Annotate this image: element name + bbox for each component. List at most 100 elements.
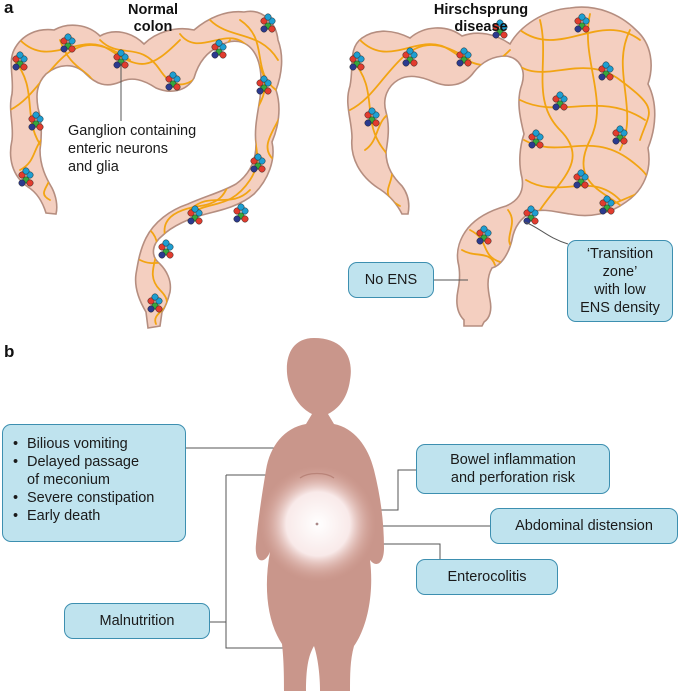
no-ens-label: No ENS [364, 272, 418, 288]
ganglion-cell [64, 33, 72, 41]
ganglion-cell [460, 47, 468, 55]
malnutrition-box: Malnutrition [64, 603, 210, 639]
ganglion-cluster [573, 169, 589, 189]
ganglion-cell [357, 63, 365, 71]
ganglion-cluster [612, 125, 628, 145]
belly-crease [299, 472, 335, 479]
ganglion-cell [607, 207, 615, 215]
ganglion-cell [250, 165, 258, 173]
ganglion-cell [260, 75, 268, 83]
ganglion-cell [173, 83, 181, 91]
ganglion-cell [620, 137, 628, 145]
ganglion-cell [117, 49, 125, 57]
ganglion-cell [560, 103, 568, 111]
ganglion-cluster [574, 13, 590, 33]
enterocolitis-box: Enterocolitis [416, 559, 558, 595]
ganglion-cluster [349, 51, 365, 71]
ganglion-cell [195, 217, 203, 225]
ganglion-label-line: enteric neurons [68, 141, 168, 157]
hirschsprung-colon-body [346, 6, 656, 327]
ganglion-cell [191, 205, 199, 213]
ganglion-cell [264, 87, 272, 95]
symptoms-box: Bilious vomiting Delayed passage of meco… [2, 424, 186, 542]
ganglion-cluster [364, 107, 380, 127]
ganglion-cell [28, 123, 36, 131]
ganglion-cell [456, 59, 464, 67]
ganglion-cluster [402, 47, 418, 67]
transition-label-line: with low [594, 282, 646, 298]
ganglion-label-line: Ganglion containing [68, 123, 197, 139]
panel-b-letter: b [4, 342, 15, 361]
ganglion-cluster [158, 239, 174, 259]
ganglion-cell [151, 293, 159, 301]
ganglion-cell [237, 203, 245, 211]
enterocolitis-label: Enterocolitis [447, 569, 527, 585]
ganglion-cluster [523, 205, 539, 225]
ganglion-cluster [113, 49, 129, 69]
ganglion-cell [406, 47, 414, 55]
ganglion-cluster [598, 61, 614, 81]
ganglion-cell [12, 63, 20, 71]
ganglion-cluster [12, 51, 28, 71]
child-silhouette [255, 338, 384, 691]
panel-a-letter: a [4, 0, 14, 17]
ganglion-cell [500, 31, 508, 39]
ganglion-cell [26, 179, 34, 187]
ganglion-cluster [456, 47, 472, 67]
symptom-item: Bilious vomiting [13, 435, 177, 453]
transition-leader-line [524, 221, 569, 245]
ganglion-cell [215, 39, 223, 47]
bowel-label-line: Bowel inflammation [450, 452, 576, 468]
ganglion-cell [258, 165, 266, 173]
ganglion-cell [598, 73, 606, 81]
ganglion-cell [18, 179, 26, 187]
symptoms-list: Bilious vomiting Delayed passage of meco… [13, 435, 177, 525]
ganglion-cell [260, 25, 268, 33]
ganglion-cluster [528, 129, 544, 149]
ganglion-cluster [260, 13, 276, 33]
ganglion-cell [22, 167, 30, 175]
ganglion-cell [147, 305, 155, 313]
ganglion-label-line: and glia [68, 159, 119, 175]
ganglion-cluster [60, 33, 76, 53]
hirschsprung-title-line: disease [454, 19, 508, 35]
ganglion-cell [531, 217, 539, 225]
ganglion-cell [574, 25, 582, 33]
hirschsprung-colon [346, 6, 656, 327]
ganglion-cell [219, 51, 227, 59]
ganglion-cell [187, 217, 195, 225]
ganglion-cell [16, 51, 24, 59]
ganglion-cell [32, 111, 40, 119]
hd-nerve-network [349, 13, 650, 266]
ganglion-cell [20, 63, 28, 71]
ganglion-cell [233, 215, 241, 223]
ganglion-cell [402, 59, 410, 67]
symptom-item-continuation-text: of meconium [27, 472, 111, 488]
ganglion-cluster [187, 205, 203, 225]
ganglion-label: Ganglion containing enteric neurons and … [68, 122, 238, 176]
ganglion-cluster [552, 91, 568, 111]
ganglion-cluster [250, 153, 266, 173]
normal-colon-title-line: colon [133, 19, 173, 35]
ganglion-cell [603, 195, 611, 203]
transition-zone-box: ‘Transition zone’ with low ENS density [567, 240, 673, 322]
ganglion-cell [582, 25, 590, 33]
ganglion-cell [155, 305, 163, 313]
transition-label-line: ‘Transition [586, 246, 654, 262]
ganglion-cell [36, 123, 44, 131]
normal-colon-title-line: Normal [128, 2, 178, 18]
ganglion-cell [602, 61, 610, 69]
ganglion-cell [599, 207, 607, 215]
hirschsprung-title: Hirschsprung disease [416, 2, 546, 36]
ganglion-cluster [18, 167, 34, 187]
ganglion-cell [368, 107, 376, 115]
navel [315, 522, 319, 526]
ganglion-cell [581, 181, 589, 189]
ganglion-cell [527, 205, 535, 213]
ganglion-cell [536, 141, 544, 149]
hirschsprung-title-line: Hirschsprung [433, 2, 529, 18]
ganglion-cell [577, 169, 585, 177]
normal-colon [9, 10, 283, 329]
